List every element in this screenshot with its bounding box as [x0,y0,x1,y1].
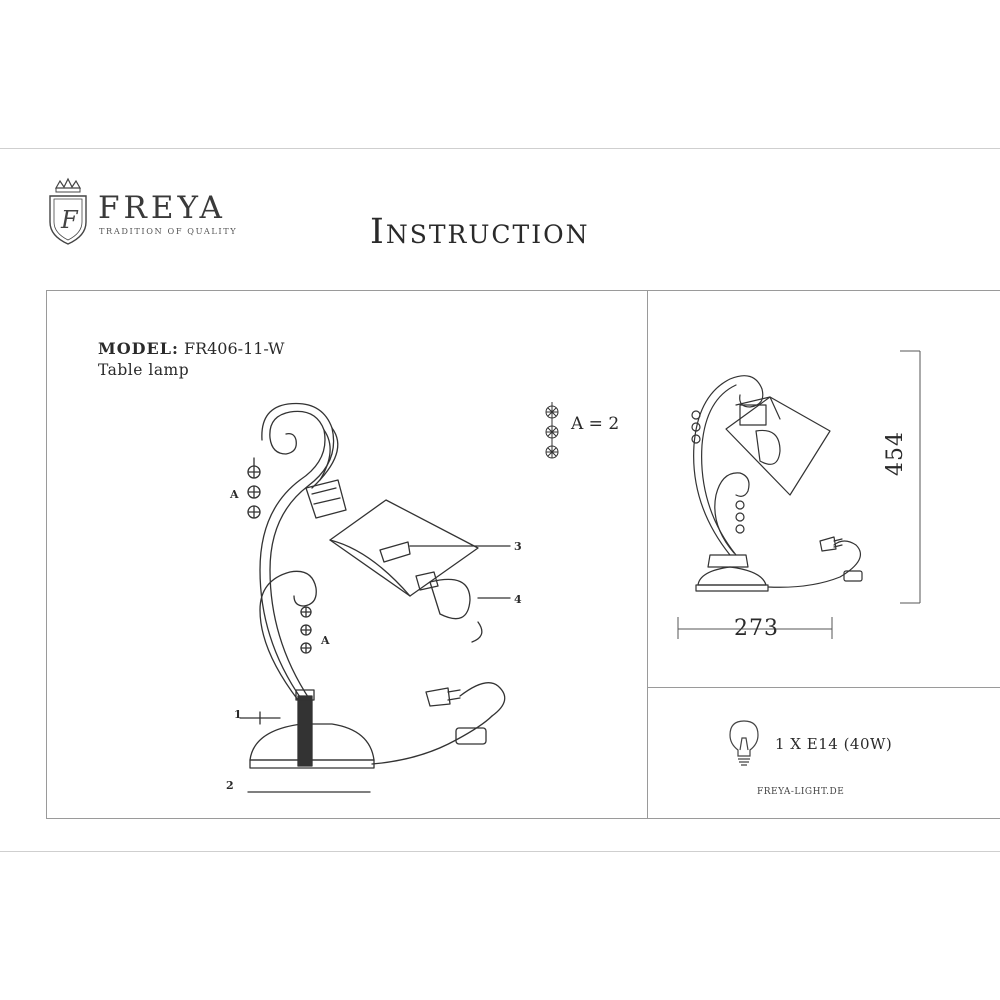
assembly-drawing [239,402,511,793]
brand-logo: F FREYA Tradition of quality [46,177,266,248]
model-code: FR406-11-W [183,339,285,358]
instruction-sheet [0,148,1000,852]
spec-panel [648,688,1000,819]
bulb-spec: 1 X E14 (40W) [775,735,893,753]
dimensions-panel [648,290,1000,688]
website: FREYA-LIGHT.DE [757,787,845,797]
brand-tagline: Tradition of quality [99,226,238,236]
product-type: Table lamp [98,361,190,379]
part-a-quantity: A = 2 [571,414,620,434]
height-dimension: 454 [883,431,908,476]
step-2-label: 2 [226,779,234,792]
crystal-pendant-icon [545,402,559,459]
crown-crest-icon: F [49,177,87,245]
light-bulb-icon [729,720,759,766]
part-a-label-lower: A [321,634,330,647]
page-title: Instruction [370,212,590,252]
model-line: MODEL: FR406-11-W [98,339,284,358]
step-3-label: 3 [514,540,522,553]
brand-name: FREYA [98,190,226,226]
assembled-lamp-drawing [677,350,921,639]
width-dimension: 273 [734,616,779,641]
assembly-panel [46,290,648,819]
step-1-label: 1 [234,708,242,721]
part-a-label-upper: A [230,488,239,501]
step-4-label: 4 [514,593,522,606]
svg-text:F: F [60,206,79,234]
model-label: MODEL: [98,339,179,358]
